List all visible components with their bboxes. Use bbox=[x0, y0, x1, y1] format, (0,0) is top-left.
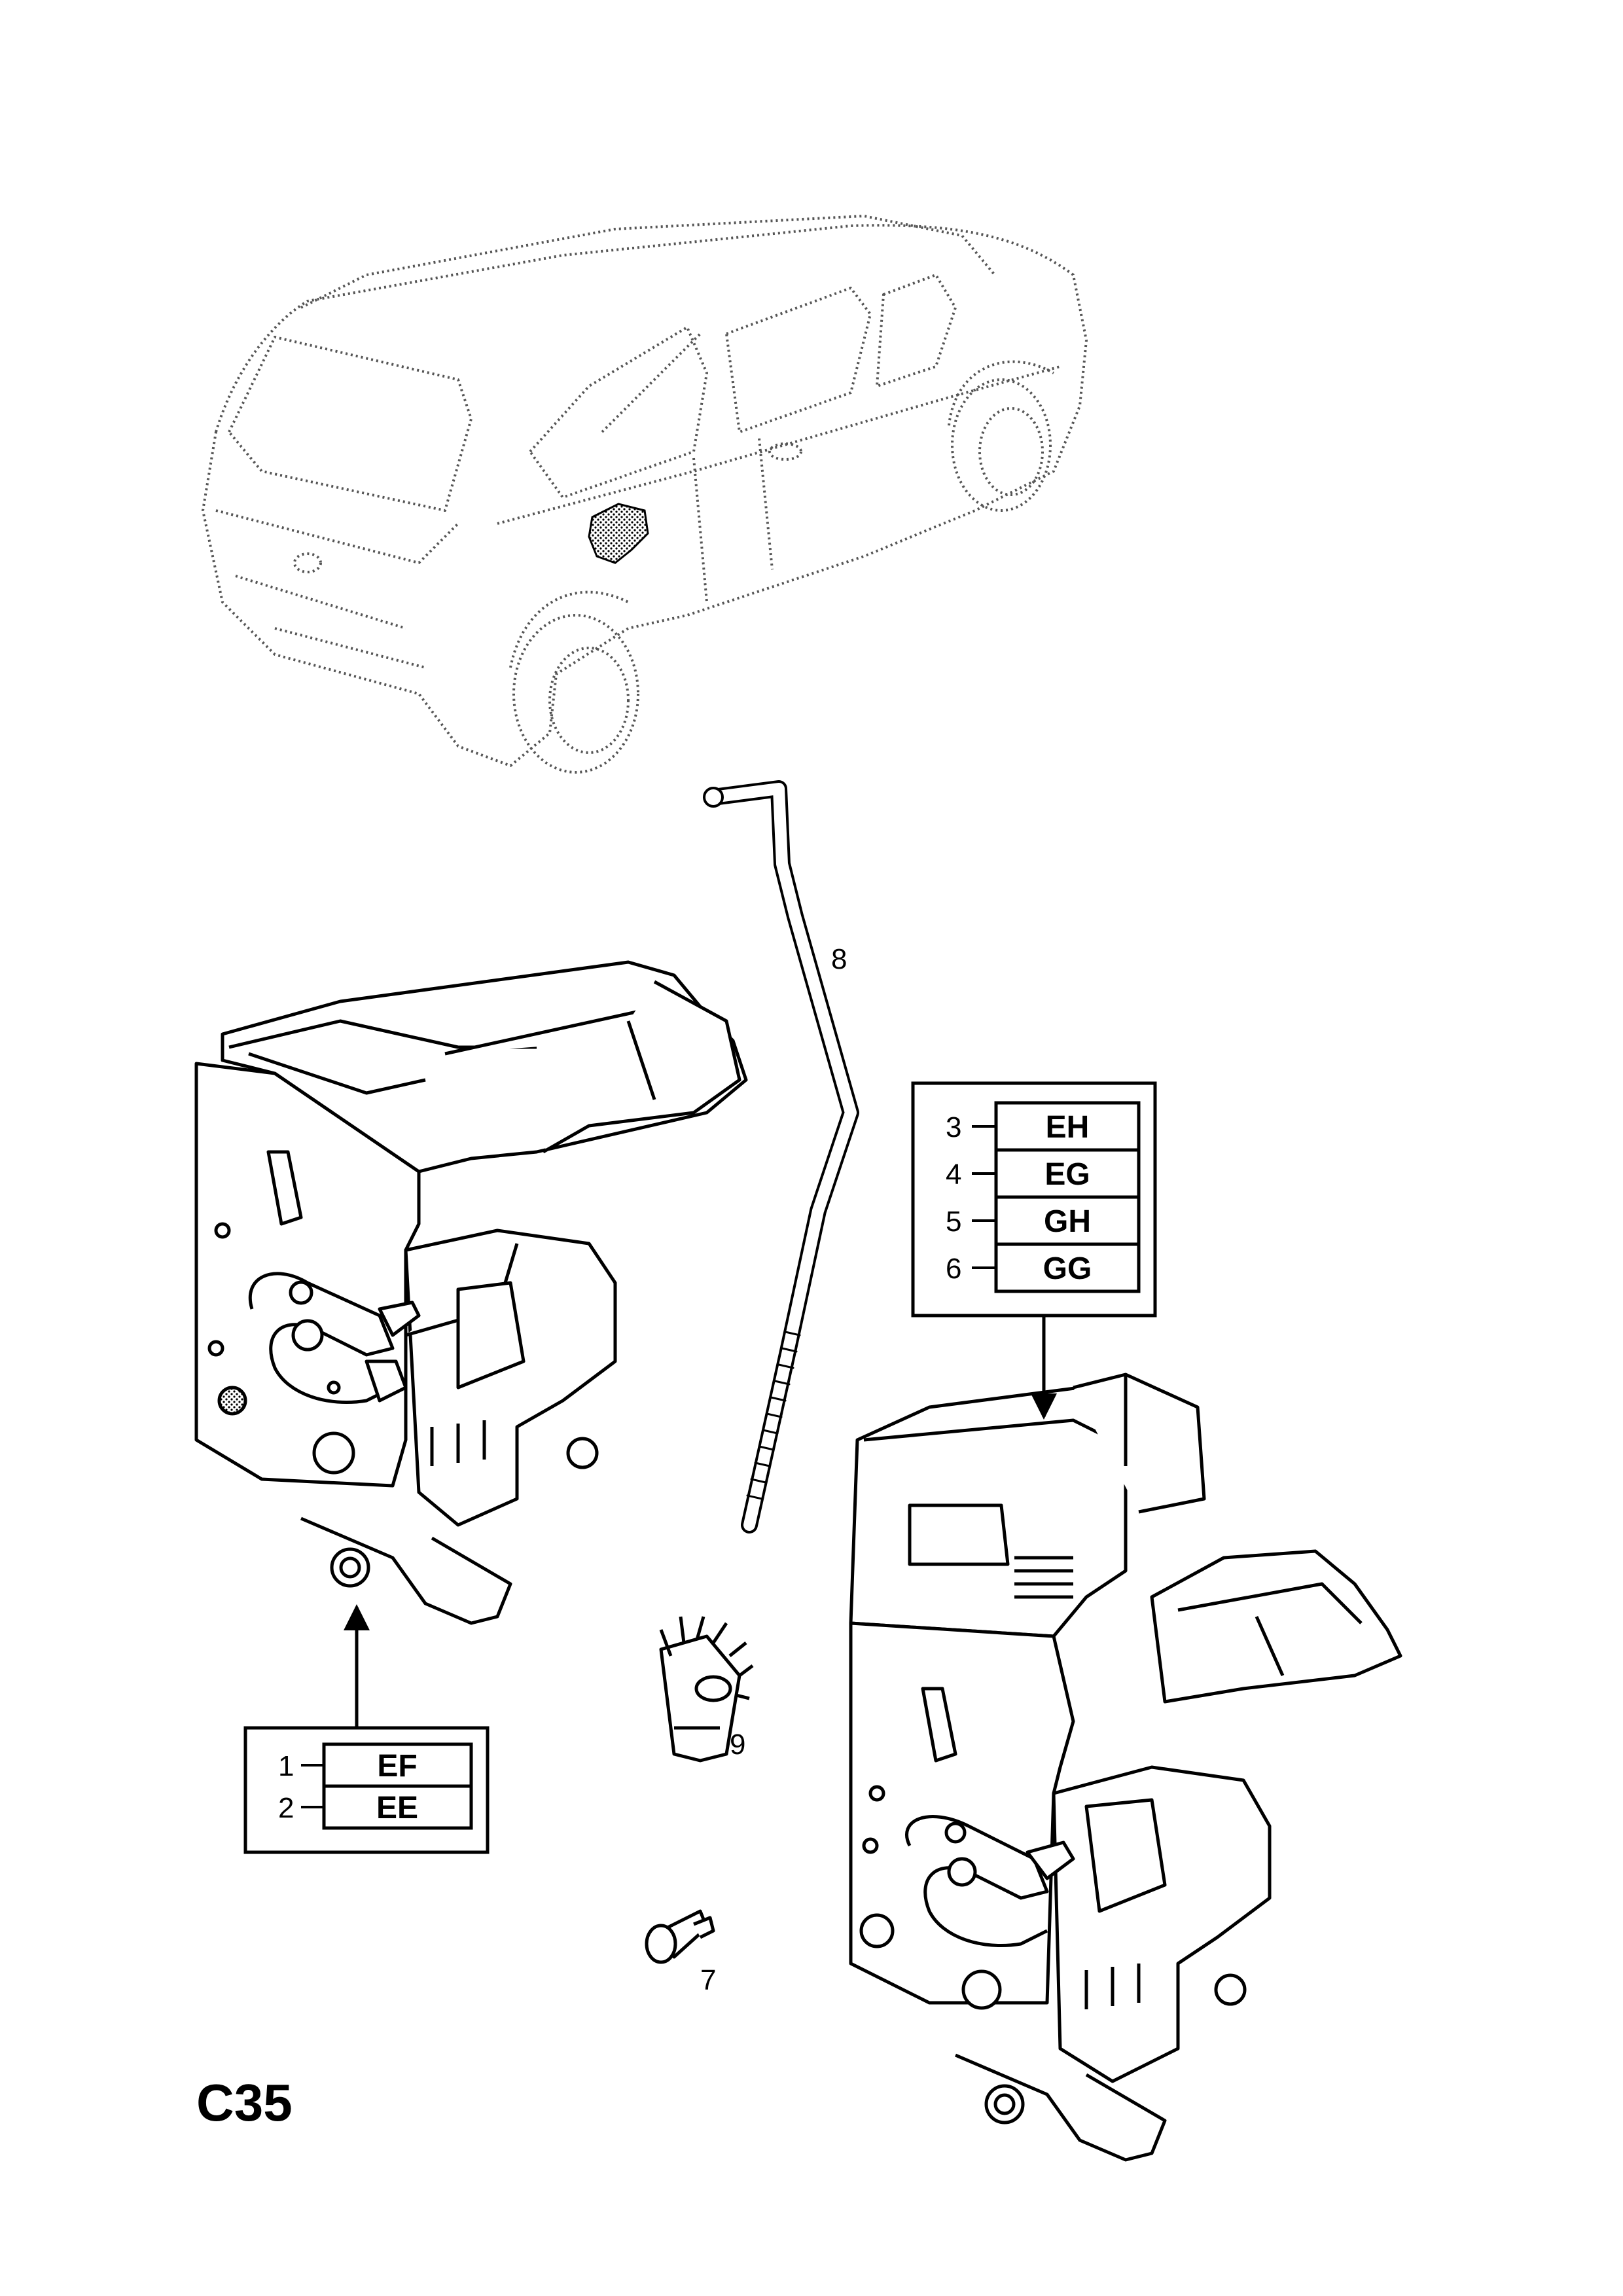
callout-3: 3 bbox=[946, 1111, 961, 1143]
callout-2: 2 bbox=[278, 1792, 294, 1824]
gear-part bbox=[659, 1616, 754, 1763]
callout-6: 6 bbox=[946, 1253, 961, 1285]
code-ef: EF bbox=[377, 1749, 417, 1784]
page-code: C35 bbox=[196, 2073, 293, 2132]
code-gg: GG bbox=[1043, 1251, 1092, 1286]
lock-rod-part bbox=[703, 780, 859, 1534]
vehicle-illustration bbox=[202, 215, 1088, 774]
code-eh: EH bbox=[1046, 1110, 1090, 1145]
code-box-right: 3 4 5 6 EH EG GH GG bbox=[911, 1081, 1157, 1318]
callout-8: 8 bbox=[831, 943, 847, 975]
code-box-left: 1 2 EF EE bbox=[243, 1726, 490, 1854]
callout-4: 4 bbox=[946, 1158, 961, 1191]
code-gh: GH bbox=[1044, 1204, 1091, 1239]
screw-part bbox=[645, 1909, 715, 1964]
callout-5: 5 bbox=[946, 1206, 961, 1238]
lock-location-highlight bbox=[588, 503, 649, 564]
code-ee: EE bbox=[376, 1791, 418, 1825]
door-lock-right bbox=[849, 1372, 1402, 2162]
callout-9: 9 bbox=[730, 1729, 745, 1761]
code-eg: EG bbox=[1044, 1157, 1090, 1192]
callout-1: 1 bbox=[278, 1750, 294, 1782]
door-lock-left bbox=[194, 960, 748, 1625]
callout-7: 7 bbox=[700, 1964, 716, 1996]
